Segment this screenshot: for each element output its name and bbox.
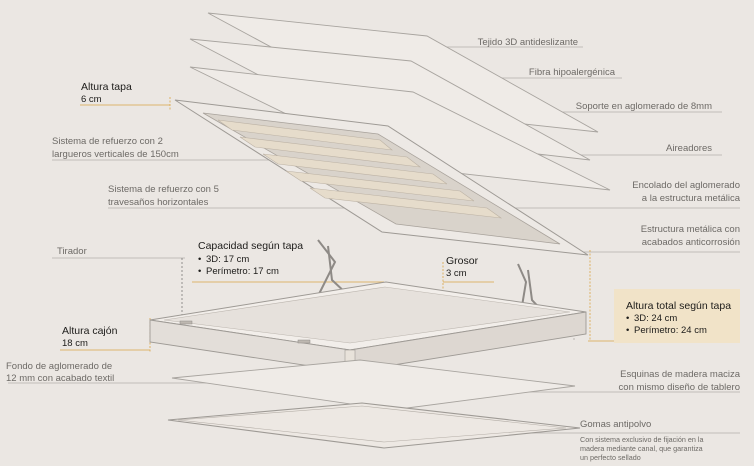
capacidad-item: Perímetro: 17 cm bbox=[198, 266, 279, 278]
capacidad-list: 3D: 17 cm Perímetro: 17 cm bbox=[198, 254, 279, 278]
altura-cajon-title: Altura cajón bbox=[62, 325, 118, 337]
hinge-left bbox=[317, 239, 337, 297]
handle-left bbox=[179, 320, 193, 325]
altura-tapa-value: 6 cm bbox=[81, 94, 102, 105]
label-gomas-desc-1: Con sistema exclusivo de fijación en la bbox=[580, 435, 704, 444]
label-aireadores: Aireadores bbox=[666, 143, 712, 154]
label-tirador: Tirador bbox=[57, 246, 87, 257]
capacidad-item: 3D: 17 cm bbox=[198, 254, 279, 266]
label-esquinas-2: con mismo diseño de tablero bbox=[618, 382, 740, 393]
base-board bbox=[171, 359, 576, 411]
label-encolado-1: Encolado del aglomerado bbox=[632, 180, 740, 191]
rubber-gasket bbox=[167, 402, 581, 449]
altura-total-list: 3D: 24 cm Perímetro: 24 cm bbox=[626, 313, 707, 337]
label-esquinas-1: Esquinas de madera maciza bbox=[620, 369, 740, 380]
grosor-value: 3 cm bbox=[446, 268, 467, 279]
label-fondo-1: Fondo de aglomerado de bbox=[6, 361, 113, 372]
handle-right bbox=[297, 339, 311, 344]
altura-total-item: 3D: 24 cm bbox=[626, 313, 707, 325]
label-fondo-2: 12 mm con acabado textil bbox=[6, 373, 115, 384]
label-estructura-2: acabados anticorrosión bbox=[641, 237, 740, 248]
label-soporte: Soporte en aglomerado de 8mm bbox=[575, 101, 712, 112]
label-gomas-desc-2: madera mediante canal, que garantiza bbox=[580, 444, 703, 453]
label-refuerzo2-2: largueros verticales de 150cm bbox=[52, 149, 179, 160]
altura-tapa-title: Altura tapa bbox=[81, 81, 132, 93]
altura-total-title: Altura total según tapa bbox=[626, 300, 732, 312]
capacidad-title: Capacidad según tapa bbox=[198, 240, 304, 252]
label-refuerzo5-2: travesaños horizontales bbox=[108, 197, 209, 208]
altura-total-item: Perímetro: 24 cm bbox=[626, 325, 707, 337]
label-fibra: Fibra hipoalergénica bbox=[528, 67, 615, 78]
label-refuerzo2-1: Sistema de refuerzo con 2 bbox=[52, 136, 163, 147]
label-refuerzo5-1: Sistema de refuerzo con 5 bbox=[108, 184, 219, 195]
box-interior bbox=[163, 286, 571, 344]
lid-slats bbox=[217, 119, 503, 219]
label-estructura-1: Estructura metálica con bbox=[640, 224, 740, 235]
label-encolado-2: a la estructura metálica bbox=[641, 193, 740, 204]
label-tejido: Tejido 3D antideslizante bbox=[477, 37, 578, 48]
altura-cajon-value: 18 cm bbox=[62, 338, 88, 349]
grosor-title: Grosor bbox=[446, 255, 479, 267]
label-gomas: Gomas antipolvo bbox=[580, 419, 652, 430]
label-gomas-desc-3: un perfecto sellado bbox=[580, 453, 641, 462]
